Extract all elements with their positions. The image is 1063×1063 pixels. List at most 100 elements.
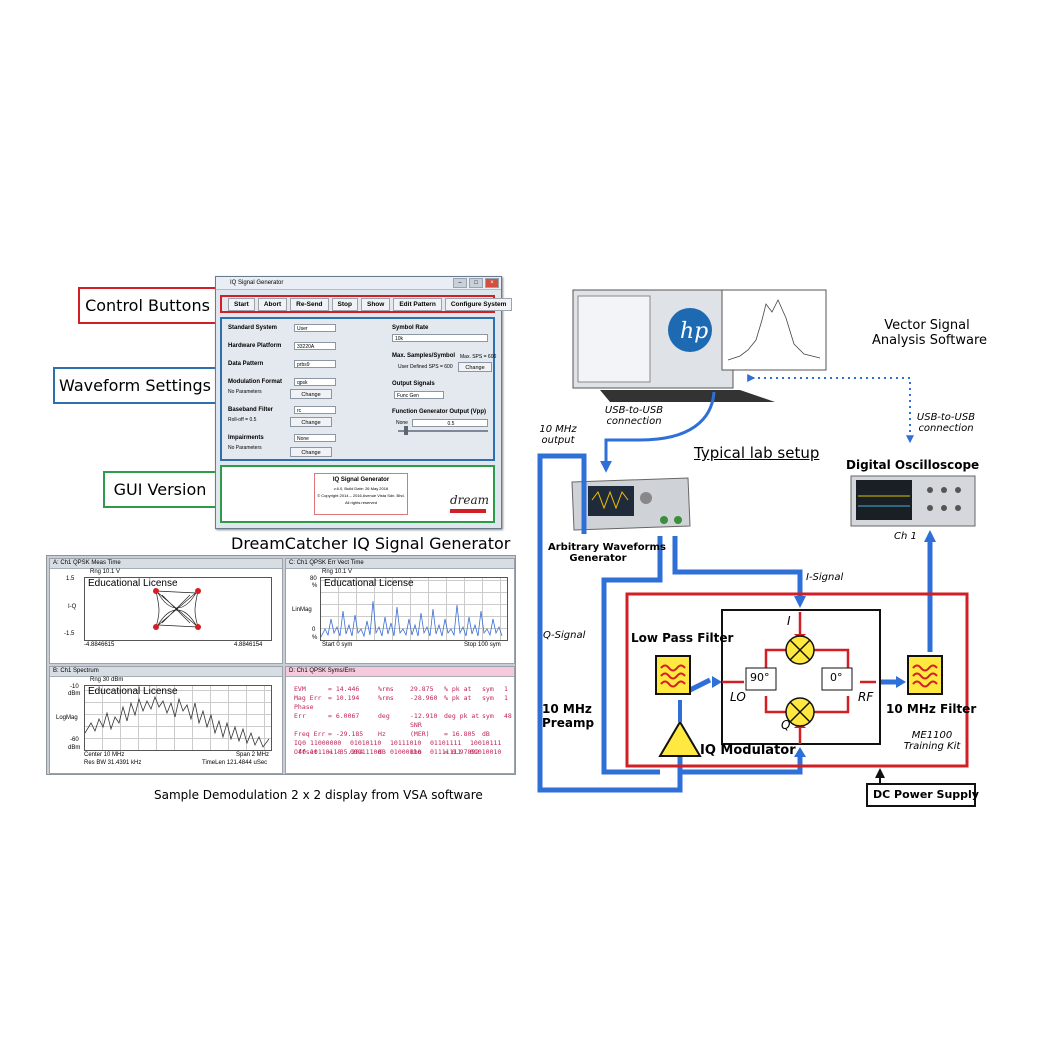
dream-logo-bar: [450, 509, 486, 513]
panel-a-range: Rng 10.1 V: [90, 569, 121, 575]
configure-system-button[interactable]: Configure System: [444, 297, 513, 311]
vsa-display: A: Ch1 QPSK Meas Time Rng 10.1 V 1.5 I-Q…: [46, 555, 516, 775]
i-label: I: [787, 614, 791, 628]
panel-c-ybot: 0: [312, 627, 316, 633]
baseband-filter-select[interactable]: rc: [294, 406, 336, 414]
resend-button[interactable]: Re-Send: [290, 297, 329, 311]
panel-c-ybot-unit: %: [312, 635, 318, 641]
iq-generator-window: IQ Signal Generator –□× Start Abort Re-S…: [215, 276, 513, 529]
modulation-format-label: Modulation Format: [228, 379, 282, 385]
rolloff-note: Roll-off = 0.5: [228, 417, 257, 423]
constellation-plot: [153, 588, 201, 630]
panel-a-xleft: -4.8846615: [84, 642, 115, 648]
modulation-change-button[interactable]: Change: [290, 389, 332, 399]
panel-b-header[interactable]: B: Ch1 Spectrum: [50, 667, 282, 677]
rf-label: RF: [858, 690, 874, 704]
panel-c-header[interactable]: C: Ch1 QPSK Err Vect Time: [286, 559, 514, 569]
output-signals-select[interactable]: Func Gen: [394, 391, 444, 399]
max-sps-note: Max. SPS = 600: [460, 354, 497, 360]
fg-output-label: Function Generator Output (Vpp): [392, 409, 486, 415]
fg-output-value[interactable]: 0.5: [412, 419, 488, 427]
phase-90-label: 90°: [750, 671, 770, 684]
data-pattern-label: Data Pattern: [228, 361, 264, 367]
start-button[interactable]: Start: [228, 297, 255, 311]
dream-logo: dream: [450, 493, 490, 507]
close-icon[interactable]: ×: [485, 278, 499, 288]
modulator-wiring: [722, 612, 876, 744]
phase-90-box: [745, 667, 777, 691]
output-signals-label: Output Signals: [392, 381, 435, 387]
baseband-change-button[interactable]: Change: [290, 417, 332, 427]
user-sps-note: User Defined SPS = 600: [398, 364, 453, 370]
minimize-icon[interactable]: –: [453, 278, 467, 288]
standard-system-label: Standard System: [228, 325, 278, 331]
ten-mhz-filter-label: 10 MHz Filter: [886, 702, 977, 716]
abort-button[interactable]: Abort: [257, 297, 288, 311]
phase-0-label: 0°: [830, 671, 843, 684]
baseband-filter-label: Baseband Filter: [228, 407, 274, 413]
max-samples-label: Max. Samples/Symbol: [392, 353, 456, 359]
panel-c-ytop: 80: [310, 576, 317, 582]
panel-b-timelen: TimeLen 121.4844 uSec: [202, 760, 268, 766]
error-vector-trace: [321, 600, 503, 638]
q-signal-label: Q-Signal: [543, 630, 586, 641]
gui-version-callout: GUI Version: [103, 471, 217, 508]
panel-b-license: Educational License: [88, 686, 178, 697]
panel-b-ybot: -60: [70, 737, 79, 743]
maximize-icon[interactable]: □: [469, 278, 483, 288]
impairments-change-button[interactable]: Change: [290, 447, 332, 457]
typical-lab-setup-label: Typical lab setup: [694, 444, 820, 462]
panel-c-range: Rng 10.1 V: [322, 569, 353, 575]
low-pass-filter-block: [655, 655, 691, 695]
panel-b-range: Rng 30 dBm: [90, 677, 124, 683]
panel-c-stop: Stop 100 sym: [464, 642, 501, 648]
phase-0-box: [821, 667, 853, 691]
dc-power-box: [866, 783, 976, 807]
panel-c-ymid: LinMag: [292, 607, 312, 613]
show-button[interactable]: Show: [360, 297, 391, 311]
ten-mhz-filter-block: [907, 655, 943, 695]
preamp-triangle: [658, 720, 702, 757]
panel-b-ymid: LogMag: [56, 715, 78, 721]
impairments-note: No Parameters: [228, 445, 262, 451]
data-pattern-select[interactable]: prbs9: [294, 360, 336, 368]
ch1-label: Ch 1: [894, 531, 917, 542]
standard-system-select[interactable]: User: [294, 324, 336, 332]
panel-b-ytop: -10: [70, 684, 79, 690]
hardware-platform-select[interactable]: 33220A: [294, 342, 336, 350]
samples-change-button[interactable]: Change: [458, 362, 492, 372]
gui-version-panel: IQ Signal Generator v.6.0, Build Date: 2…: [220, 465, 495, 523]
fg-slider-thumb[interactable]: [404, 426, 408, 435]
panel-c-license: Educational License: [324, 578, 414, 589]
version-info-box: IQ Signal Generator v.6.0, Build Date: 2…: [314, 473, 408, 515]
modulation-format-select[interactable]: qpsk: [294, 378, 336, 386]
q-label: Q: [781, 718, 791, 732]
window-titlebar: IQ Signal Generator –□×: [216, 277, 501, 290]
waveform-settings-panel: Standard System User Hardware Platform 3…: [220, 317, 497, 461]
impairments-label: Impairments: [228, 435, 264, 441]
panel-a-plot: [84, 577, 272, 641]
fg-output-slider[interactable]: [398, 430, 488, 432]
panel-a-header[interactable]: A: Ch1 QPSK Meas Time: [50, 559, 282, 569]
panel-a-license: Educational License: [88, 578, 178, 589]
impairments-select[interactable]: None: [294, 434, 336, 442]
window-title: IQ Signal Generator: [230, 280, 284, 286]
edit-pattern-button[interactable]: Edit Pattern: [393, 297, 442, 311]
lpf-label: Low Pass Filter: [631, 631, 734, 645]
panel-b: B: Ch1 Spectrum Rng 30 dBm -10 dBm LogMa…: [49, 666, 283, 774]
panel-d-header[interactable]: D: Ch1 QPSK Syms/Errs: [286, 667, 514, 677]
panel-b-ytop-unit: dBm: [68, 691, 81, 697]
stop-button[interactable]: Stop: [331, 297, 358, 311]
symbol-rate-input[interactable]: 10k: [392, 334, 488, 342]
oscilloscope: [850, 475, 976, 527]
version-title: IQ Signal Generator: [332, 477, 390, 483]
